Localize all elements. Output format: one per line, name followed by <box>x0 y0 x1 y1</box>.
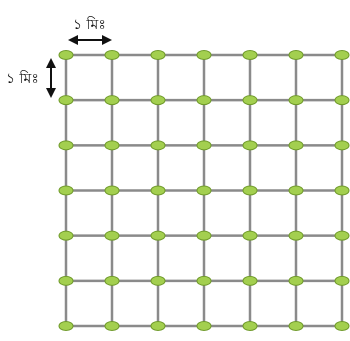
horizontal-scale-label: ১ মিঃ <box>73 16 106 33</box>
grid-node <box>150 321 166 331</box>
grid-node <box>334 275 350 286</box>
grid-node <box>58 230 74 241</box>
grid-node <box>288 95 304 106</box>
grid-node <box>104 50 120 60</box>
grid-node <box>334 95 350 106</box>
grid-node <box>196 185 212 196</box>
horizontal-scale-indicator: ১ মিঃ <box>68 16 112 45</box>
grid-node <box>242 321 258 331</box>
vertical-scale-indicator: ১ মিঃ <box>6 58 56 98</box>
grid-node <box>58 275 74 286</box>
grid-node <box>334 230 350 241</box>
grid-node <box>150 50 166 60</box>
grid-node <box>288 50 304 60</box>
grid-node <box>196 140 212 151</box>
grid-nodes <box>58 50 350 331</box>
grid-node <box>104 95 120 106</box>
grid-node <box>334 50 350 60</box>
grid-node <box>196 95 212 106</box>
grid-node <box>242 185 258 196</box>
grid-node <box>104 275 120 286</box>
grid-node <box>58 50 74 60</box>
grid-node <box>334 140 350 151</box>
vertical-scale-label: ১ মিঃ <box>6 70 39 87</box>
grid-node <box>196 50 212 60</box>
grid-node <box>58 185 74 196</box>
grid-node <box>288 140 304 151</box>
grid-node <box>104 230 120 241</box>
grid-node <box>196 230 212 241</box>
grid-node <box>334 185 350 196</box>
grid-node <box>150 95 166 106</box>
grid-node <box>58 95 74 106</box>
grid-node <box>104 185 120 196</box>
grid-node <box>242 230 258 241</box>
grid-node <box>288 321 304 331</box>
grid-node <box>242 275 258 286</box>
grid-node <box>150 140 166 151</box>
grid-node <box>242 50 258 60</box>
grid-node <box>288 275 304 286</box>
grid-node <box>196 321 212 331</box>
grid-node <box>334 321 350 331</box>
grid-node <box>288 185 304 196</box>
grid-node <box>150 230 166 241</box>
grid-node <box>104 140 120 151</box>
grid-node <box>58 140 74 151</box>
grid-node <box>150 185 166 196</box>
grid-node <box>196 275 212 286</box>
grid-node <box>242 140 258 151</box>
grid-node <box>104 321 120 331</box>
grid-node <box>58 321 74 331</box>
grid-node <box>150 275 166 286</box>
grid-node <box>288 230 304 241</box>
grid-node <box>242 95 258 106</box>
